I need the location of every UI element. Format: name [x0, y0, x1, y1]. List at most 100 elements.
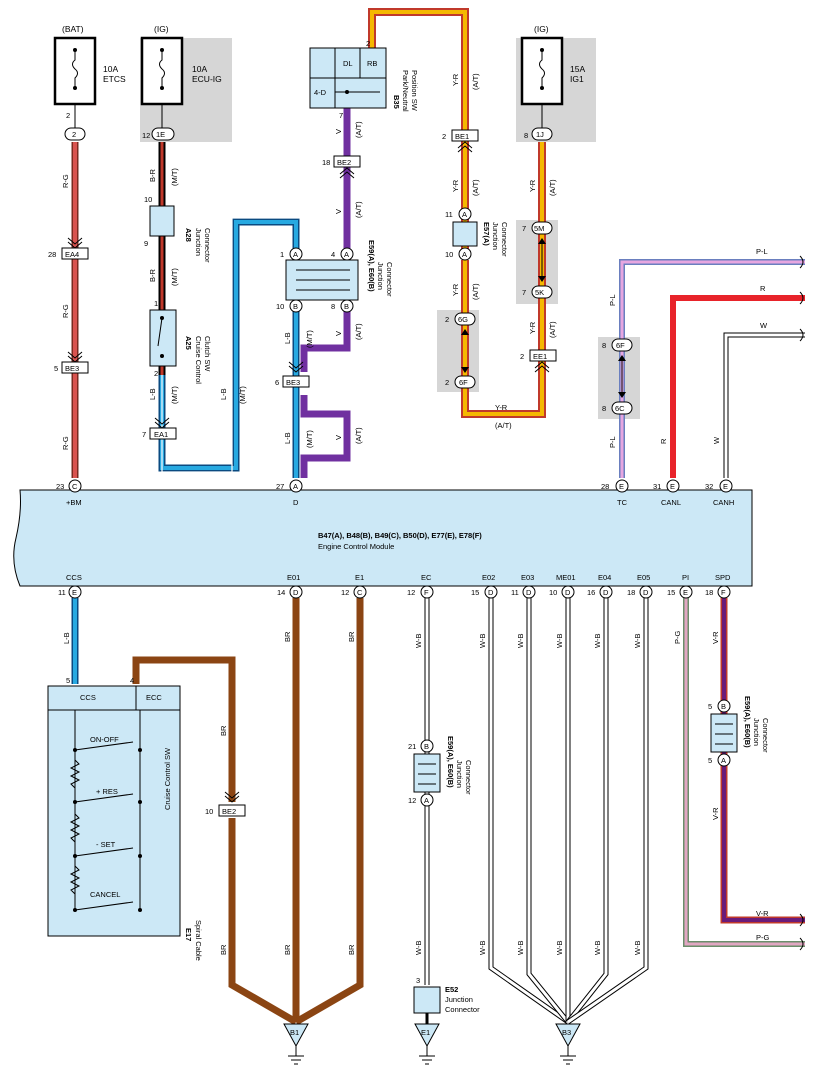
svg-text:7: 7: [522, 288, 526, 297]
svg-text:10A: 10A: [103, 64, 118, 74]
svg-text:E05: E05: [637, 573, 650, 582]
svg-text:W-B: W-B: [516, 941, 525, 955]
wire-w: [724, 333, 805, 478]
svg-text:E: E: [670, 482, 675, 491]
svg-text:1: 1: [280, 250, 284, 259]
wire-w-b-group: [424, 598, 649, 1025]
svg-text:CCS: CCS: [66, 573, 82, 582]
svg-text:IG1: IG1: [570, 74, 584, 84]
svg-text:ECU-IG: ECU-IG: [192, 74, 222, 84]
svg-text:6: 6: [275, 378, 279, 387]
ecm-top-pins: C 23 +BM A 27 D E 28 TC E 31 CANL E 32 C…: [56, 479, 734, 507]
svg-text:Y-R: Y-R: [495, 403, 508, 412]
svg-text:Spiral Cable: Spiral Cable: [194, 920, 203, 961]
svg-text:W-B: W-B: [414, 634, 423, 648]
svg-text:E: E: [723, 482, 728, 491]
svg-text:P-L: P-L: [608, 436, 617, 448]
svg-text:5: 5: [66, 676, 70, 685]
svg-text:A: A: [721, 756, 726, 765]
svg-text:B-R: B-R: [148, 269, 157, 283]
svg-text:B-R: B-R: [148, 169, 157, 183]
svg-text:Y-R: Y-R: [451, 179, 460, 192]
svg-text:W-B: W-B: [593, 634, 602, 648]
svg-text:Junction: Junction: [445, 995, 473, 1004]
svg-text:DL: DL: [343, 59, 353, 68]
svg-text:7: 7: [522, 224, 526, 233]
svg-text:(A/T): (A/T): [548, 321, 557, 338]
svg-text:A: A: [462, 250, 467, 259]
svg-text:Junction: Junction: [455, 760, 464, 788]
svg-text:(M/T): (M/T): [305, 430, 314, 448]
svg-text:12: 12: [142, 131, 150, 140]
junction-e59-mid: B 21 A 12 E59(A), E60(B) Junction Connec…: [408, 736, 473, 807]
svg-text:R: R: [659, 438, 668, 444]
svg-text:B: B: [344, 302, 349, 311]
svg-text:W-B: W-B: [478, 634, 487, 648]
svg-text:2: 2: [445, 378, 449, 387]
svg-text:D: D: [293, 588, 299, 597]
svg-text:R-G: R-G: [61, 304, 70, 318]
svg-text:Junction: Junction: [752, 718, 761, 746]
svg-text:10: 10: [445, 250, 453, 259]
svg-text:BE3: BE3: [65, 364, 79, 373]
svg-text:B: B: [293, 302, 298, 311]
svg-text:BE2: BE2: [222, 807, 236, 816]
svg-text:6F: 6F: [616, 341, 625, 350]
svg-text:(A/T): (A/T): [354, 201, 363, 218]
svg-text:W-B: W-B: [633, 941, 642, 955]
wire-p-l: [620, 260, 805, 478]
svg-text:L-B: L-B: [219, 388, 228, 400]
svg-text:Junction: Junction: [376, 262, 385, 290]
svg-text:2: 2: [66, 111, 70, 120]
connector-ea1: EA1 7: [142, 417, 177, 440]
svg-text:7: 7: [339, 111, 343, 120]
svg-text:(M/T): (M/T): [170, 268, 179, 286]
svg-text:E1: E1: [355, 573, 364, 582]
svg-text:D: D: [526, 588, 532, 597]
fuse-etcs-source: (BAT): [62, 24, 84, 34]
svg-text:(A/T): (A/T): [471, 179, 480, 196]
svg-text:D: D: [488, 588, 494, 597]
connector-be2-b: BE2 10: [205, 791, 246, 817]
svg-text:A28: A28: [184, 228, 193, 242]
svg-text:A: A: [344, 250, 349, 259]
svg-text:E: E: [72, 588, 77, 597]
svg-text:2: 2: [366, 39, 370, 48]
svg-text:Connector: Connector: [385, 262, 394, 297]
wire-p-l-outline: [619, 259, 805, 478]
svg-text:E02: E02: [482, 573, 495, 582]
fuse-etcs: (BAT) 10A ETCS 2 2: [53, 24, 126, 141]
svg-text:ME01: ME01: [556, 573, 576, 582]
svg-text:3: 3: [416, 976, 420, 985]
connector-be2-a: BE2 18: [322, 155, 361, 179]
wire-v-r: [722, 598, 805, 922]
svg-text:(A/T): (A/T): [548, 179, 557, 196]
svg-text:E: E: [683, 588, 688, 597]
svg-text:28: 28: [48, 250, 56, 259]
svg-text:2: 2: [72, 130, 76, 139]
svg-text:(A/T): (A/T): [471, 73, 480, 90]
wire-labels: R-G R-G R-G B-R (M/T) B-R (M/T) L-B (M/T…: [61, 73, 770, 955]
svg-text:B: B: [721, 702, 726, 711]
ground-e1: E1: [414, 1023, 440, 1065]
svg-text:E57(A): E57(A): [482, 222, 491, 246]
svg-text:2: 2: [442, 132, 446, 141]
svg-text:B: B: [424, 742, 429, 751]
connector-ea4: EA4 28: [48, 237, 89, 260]
svg-text:C: C: [357, 588, 363, 597]
svg-text:A: A: [462, 210, 467, 219]
svg-text:28: 28: [601, 482, 609, 491]
svg-text:V-R: V-R: [711, 631, 720, 644]
svg-text:W-B: W-B: [414, 941, 423, 955]
wire-br-ecc: [132, 656, 236, 802]
svg-text:RB: RB: [367, 59, 377, 68]
connector-pair-6f-6c: 6F 8 6C 8: [602, 338, 633, 415]
svg-text:L-B: L-B: [148, 388, 157, 400]
connector-pair-5m-5k: 5M 7 5K 7: [522, 221, 553, 299]
svg-text:27: 27: [276, 482, 284, 491]
svg-text:EC: EC: [421, 573, 432, 582]
svg-text:21: 21: [408, 742, 416, 751]
svg-text:E1: E1: [421, 1028, 430, 1037]
svg-text:Park/Neutral: Park/Neutral: [401, 70, 410, 112]
wire-br-e1: [294, 598, 364, 1026]
